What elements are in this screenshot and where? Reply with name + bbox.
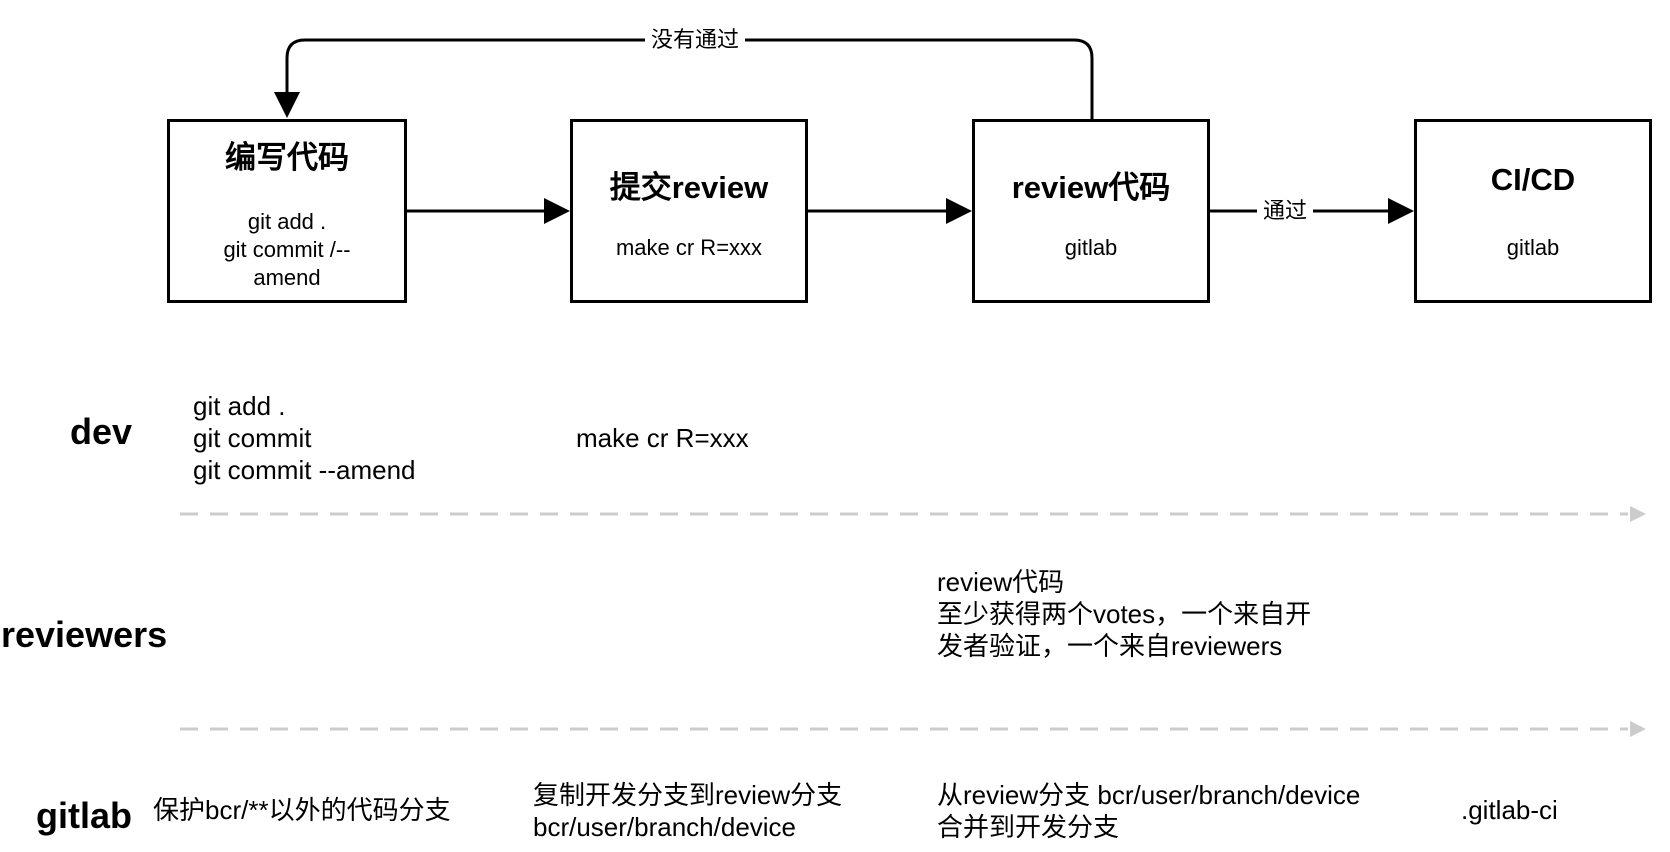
dev-note-line: git add . [193,391,286,421]
node-submit-review: 提交review make cr R=xxx [570,119,808,303]
gitlab-note-line: 保护bcr/**以外的代码分支 [153,795,451,825]
node-write-code-line: git commit /-- [223,237,351,262]
edge-label-not-passed: 没有通过 [645,26,746,54]
gitlab-note-write: 保护bcr/**以外的代码分支 [153,794,451,826]
gitlab-note-submit: 复制开发分支到review分支 bcr/user/branch/device [533,779,842,843]
lane-divider-dev-arrowhead [1630,506,1646,522]
edge-submit-review-arrowhead [946,198,972,224]
node-review-code-title: review代码 [1011,170,1171,205]
node-cicd-line: gitlab [1506,235,1560,260]
node-submit-review-title: 提交review [609,170,769,205]
node-review-code: review代码 gitlab [972,119,1210,303]
dev-note-line: make cr R=xxx [576,423,749,453]
gitlab-note-review: 从review分支 bcr/user/branch/device 合并到开发分支 [937,779,1360,843]
reviewers-note-line: 至少获得两个votes，一个来自开 [937,599,1312,629]
gitlab-note-line: 从review分支 bcr/user/branch/device [937,780,1361,810]
node-write-code-line: git add . [247,209,327,234]
dev-note-line: git commit [193,423,312,453]
node-cicd-details: gitlab [1417,234,1649,262]
gitlab-note-cicd: .gitlab-ci [1461,794,1558,826]
edge-review-cicd-arrowhead [1388,198,1414,224]
gitlab-note-line: bcr/user/branch/device [533,812,797,842]
lane-divider-reviewers-arrowhead [1630,721,1646,737]
node-review-code-details: gitlab [975,234,1207,262]
dev-note-line: git commit --amend [193,455,416,485]
reviewers-note-review: review代码 至少获得两个votes，一个来自开 发者验证，一个来自revi… [937,566,1311,662]
dev-note-submit: make cr R=xxx [576,422,749,454]
node-review-code-line: gitlab [1064,235,1118,260]
gitlab-note-line: 复制开发分支到review分支 [533,780,843,810]
lane-label-reviewers: reviewers [1,614,168,655]
gitlab-note-line: 合并到开发分支 [937,812,1120,842]
reviewers-note-line: review代码 [937,567,1065,597]
dev-note-write: git add . git commit git commit --amend [193,390,416,486]
node-write-code-line: amend [253,265,321,290]
node-cicd: CI/CD gitlab [1414,119,1652,303]
node-write-code-details: git add . git commit /-- amend [170,208,404,292]
edge-write-submit-arrowhead [544,198,570,224]
lane-label-dev: dev [70,411,133,452]
edge-not-passed-arrowhead [274,92,300,118]
edge-label-passed: 通过 [1257,197,1314,225]
node-submit-review-line: make cr R=xxx [615,235,763,260]
gitlab-note-line: .gitlab-ci [1461,795,1558,825]
node-write-code-title: 编写代码 [225,140,349,175]
node-write-code: 编写代码 git add . git commit /-- amend [167,119,407,303]
node-cicd-title: CI/CD [1490,162,1576,197]
lane-label-gitlab: gitlab [36,795,132,836]
node-submit-review-details: make cr R=xxx [573,234,805,262]
reviewers-note-line: 发者验证，一个来自reviewers [937,631,1283,661]
